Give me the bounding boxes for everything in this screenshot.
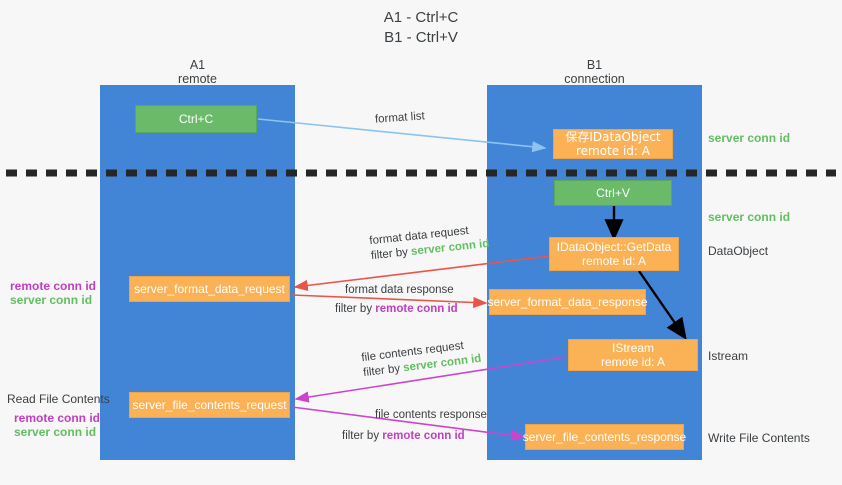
box-server-file-contents-request[interactable]: server_file_contents_request — [129, 392, 290, 418]
filter-prefix: filter by — [362, 362, 404, 380]
box-ctrl-v[interactable]: Ctrl+V — [554, 180, 672, 206]
edge-label-file-contents-response: file contents response filter by remote … — [342, 408, 487, 444]
filter-key-remote-conn-id: remote conn id — [382, 430, 465, 442]
lane-b1-title: B1 connection — [564, 58, 625, 86]
label-file-remote-conn-id: remote conn id — [14, 411, 101, 425]
label-read-file-contents: Read File Contents — [7, 392, 110, 406]
box-save-idataobject-label: 保存IDataObject remote id: A — [565, 130, 661, 158]
box-server-format-data-request[interactable]: server_format_data_request — [129, 276, 290, 302]
page-title: A1 - Ctrl+C B1 - Ctrl+V — [383, 9, 459, 46]
edge-label-file-contents-request: file contents request filter by server c… — [361, 337, 483, 381]
edge-label-format-data-request: format data request filter by server con… — [369, 222, 490, 264]
edge-label-format-data-response-title: format data response — [345, 284, 454, 296]
lane-a1-title: A1 remote — [178, 58, 217, 86]
box-server-format-data-response-label: server_format_data_response — [487, 295, 648, 309]
label-server-conn-id-top: server conn id — [708, 131, 791, 145]
box-istream-label: IStream remote id: A — [600, 341, 666, 369]
label-format-server-conn-id: server conn id — [10, 293, 93, 307]
filter-prefix: filter by — [335, 303, 376, 315]
edge-label-format-data-response: format data response filter by remote co… — [335, 283, 458, 317]
box-ctrl-v-label: Ctrl+V — [596, 186, 630, 200]
box-server-format-data-request-label: server_format_data_request — [134, 282, 285, 296]
label-write-file-contents: Write File Contents — [708, 431, 810, 445]
box-server-format-data-response[interactable]: server_format_data_response — [487, 289, 648, 315]
box-server-file-contents-response[interactable]: server_file_contents_response — [522, 424, 687, 450]
box-server-file-contents-response-label: server_file_contents_response — [522, 430, 687, 444]
label-dataobject: DataObject — [708, 244, 769, 258]
label-format-remote-conn-id: remote conn id — [10, 279, 97, 293]
filter-prefix: filter by — [342, 430, 383, 442]
box-getdata[interactable]: IDataObject::GetData remote id: A — [549, 237, 679, 271]
label-istream: Istream — [708, 349, 749, 363]
filter-prefix: filter by — [370, 245, 412, 263]
edge-label-file-contents-response-title: file contents response — [375, 409, 487, 421]
label-file-server-conn-id: server conn id — [14, 425, 97, 439]
edge-label-format-data-response-filter: filter by remote conn id — [335, 302, 458, 317]
box-server-file-contents-request-label: server_file_contents_request — [132, 398, 287, 412]
filter-key-remote-conn-id: remote conn id — [375, 303, 458, 315]
box-getdata-label: IDataObject::GetData remote id: A — [556, 240, 672, 268]
box-save-idataobject[interactable]: 保存IDataObject remote id: A — [553, 129, 673, 159]
box-istream[interactable]: IStream remote id: A — [568, 339, 698, 371]
box-ctrl-c-label: Ctrl+C — [178, 112, 214, 126]
edge-label-file-contents-response-filter: filter by remote conn id — [342, 429, 487, 444]
label-server-conn-id-mid: server conn id — [708, 210, 791, 224]
box-ctrl-c[interactable]: Ctrl+C — [135, 105, 257, 133]
edge-label-format-list: format list — [374, 110, 426, 126]
